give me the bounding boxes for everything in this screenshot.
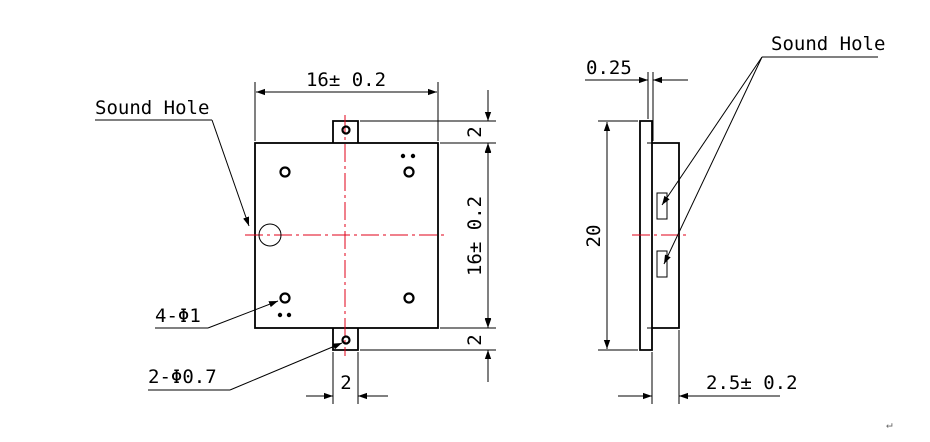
- side-view: 0.25 20 2.5± 0.2 Sound Hole ↵: [583, 33, 893, 431]
- holes-large-label: 4-Φ1: [155, 305, 201, 327]
- height-dimension-label: 16± 0.2: [464, 196, 486, 276]
- sound-hole-circle: [258, 223, 282, 247]
- sound-hole-front-leader: [211, 119, 250, 227]
- dot-bottom-left-a: [277, 312, 283, 318]
- tab-width-dimension-label: 2: [340, 372, 351, 394]
- holes-small-label: 2-Φ0.7: [148, 366, 217, 388]
- sound-hole-front-label: Sound Hole: [95, 97, 209, 119]
- front-view: 16± 0.2 2 16± 0.2 2 2 Sound Hole 4-Φ1 2-…: [95, 69, 496, 404]
- sound-hole-side-label: Sound Hole: [771, 33, 885, 55]
- sound-hole-side-leader-lower: [663, 56, 763, 265]
- width-dimension-label: 16± 0.2: [306, 69, 386, 91]
- hole-top-right: [403, 166, 415, 178]
- dot-top-right-a: [400, 153, 406, 159]
- tab-top-dimension-label: 2: [464, 126, 486, 137]
- hole-bottom-left: [279, 292, 291, 304]
- holes-large-leader: [207, 300, 279, 329]
- top-tab-hole: [341, 125, 351, 135]
- dot-bottom-left-b: [286, 312, 292, 318]
- hole-top-left: [279, 166, 291, 178]
- side-plate-outline: [639, 120, 653, 351]
- tab-bottom-dimension-label: 2: [464, 334, 486, 345]
- sound-hole-side-leader-upper: [661, 56, 763, 206]
- thickness-dimension-label: 0.25: [586, 57, 632, 79]
- return-mark: ↵: [886, 418, 893, 431]
- holes-small-leader: [229, 342, 343, 391]
- side-sound-slot-lower: [656, 250, 668, 278]
- hole-bottom-right: [403, 292, 415, 304]
- side-sound-slot-upper: [656, 192, 668, 220]
- depth-dimension-label: 2.5± 0.2: [706, 372, 798, 394]
- dot-top-right-b: [410, 153, 416, 159]
- bottom-tab-hole: [341, 335, 351, 345]
- total-height-dimension-label: 20: [583, 225, 605, 248]
